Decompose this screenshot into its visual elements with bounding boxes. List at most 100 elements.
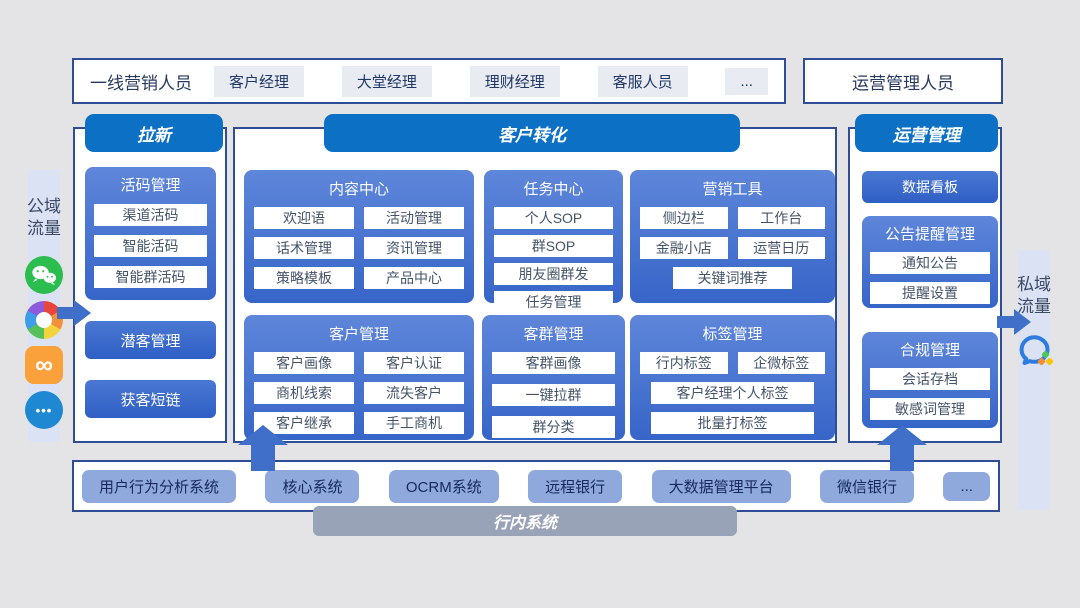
prospect-management-button: 潜客管理 [85, 321, 216, 359]
system-chip: 核心系统 [265, 469, 360, 503]
role-chip: 理财经理 [469, 65, 560, 97]
arrow-right-icon [57, 300, 91, 331]
panel-task-center: 任务中心 个人SOP 群SOP 朋友圈群发任务管理 [484, 170, 623, 313]
shortlink-button: 获客短链 [85, 380, 216, 418]
arrow-up-icon [238, 425, 288, 476]
module-chip: 敏感词管理 [870, 398, 990, 420]
system-chip: 大数据管理平台 [651, 469, 791, 503]
panel-title: 任务中心 [523, 181, 584, 198]
panel-group-management: 客群管理 客群画像一键拉群群分类 [482, 315, 625, 440]
wecom-icon [1015, 332, 1054, 370]
module-chip: 企微标签 [737, 352, 825, 374]
conversion-tab: 客户转化 [324, 114, 740, 152]
module-chip: 提醒设置 [870, 282, 990, 304]
panel-items: 个人SOP 群SOP 朋友圈群发任务管理 [494, 207, 613, 313]
module-chip: 流失客户 [364, 382, 464, 404]
panel-customer-management: 客户管理 客户画像客户认证商机线索流失客户客户继承手工商机 [244, 315, 474, 440]
panel-items: 侧边栏工作台金融小店运营日历关键词推荐 [640, 207, 825, 289]
panel-items: 客群画像一键拉群群分类 [492, 352, 615, 438]
group-items: 通知公告提醒设置 [870, 252, 990, 304]
data-dashboard-button: 数据看板 [862, 171, 998, 203]
module-chip: 侧边栏 [640, 207, 728, 229]
panel-items: 欢迎语活动管理话术管理资讯管理策略模板产品中心 [254, 207, 464, 289]
arrow-up-icon [877, 425, 927, 476]
module-chip: 关键词推荐 [673, 267, 792, 289]
module-chip: 一键拉群 [492, 384, 615, 406]
frontline-staff-box: 一线营销人员 客户经理 大堂经理 理财经理 客服人员... [72, 58, 786, 104]
module-chip: 话术管理 [254, 237, 354, 259]
live-code-group: 活码管理 渠道活码智能活码智能群活码 [85, 167, 216, 300]
module-chip: 运营日历 [737, 237, 825, 259]
panel-title: 营销工具 [702, 181, 763, 198]
module-chip: 智能群活码 [94, 266, 207, 288]
module-chip: 手工商机 [364, 412, 464, 434]
module-chip: 通知公告 [870, 252, 990, 274]
system-chip: OCRM系统 [388, 469, 499, 503]
operations-staff-box: 运营管理人员 [803, 58, 1003, 104]
frontline-staff-label: 一线营销人员 [90, 73, 192, 93]
panel-tag-management: 标签管理 行内标签企微标签客户经理个人标签批量打标签 [630, 315, 835, 440]
system-chip: 用户行为分析系统 [82, 469, 237, 503]
public-traffic-label: 公域流量 [27, 197, 61, 238]
arrow-right-icon [997, 309, 1031, 340]
acquisition-tab: 拉新 [85, 114, 223, 152]
frontline-role-list: 客户经理 大堂经理 理财经理 客服人员... [214, 65, 768, 97]
more-icon [25, 391, 63, 429]
module-chip: 商机线索 [254, 382, 354, 404]
module-chip: 产品中心 [364, 267, 464, 289]
module-chip: 任务管理 [494, 291, 613, 313]
system-chip: 微信银行 [820, 469, 915, 503]
operations-staff-label: 运营管理人员 [852, 73, 954, 93]
module-chip: 会话存档 [870, 368, 990, 390]
module-chip: 群SOP [494, 235, 613, 257]
panel-title: 标签管理 [702, 326, 763, 343]
module-chip: 智能活码 [94, 235, 207, 257]
live-code-items: 渠道活码智能活码智能群活码 [94, 204, 207, 288]
module-chip: 客群画像 [492, 352, 615, 374]
module-chip: 群分类 [492, 416, 615, 438]
inbank-systems-bar: 行内系统 [313, 506, 737, 536]
bank-systems-box: 用户行为分析系统核心系统 OCRM系统远程银行大数据管理平台微信银行... [72, 460, 1000, 512]
group-title: 合规管理 [899, 342, 960, 359]
wechat-icon [25, 256, 63, 294]
module-chip: 客户继承 [254, 412, 354, 434]
private-traffic-rail: 私域流量 [1015, 250, 1054, 510]
role-chip: ... [725, 67, 768, 95]
panel-items: 客户画像客户认证商机线索流失客户客户继承手工商机 [254, 352, 464, 434]
live-code-group-title: 活码管理 [120, 177, 181, 194]
module-chip: 个人SOP [494, 207, 613, 229]
moments-icon [25, 301, 63, 339]
module-chip: 客户经理个人标签 [651, 382, 814, 404]
panel-content-center: 内容中心 欢迎语活动管理话术管理资讯管理策略模板产品中心 [244, 170, 474, 303]
private-traffic-label: 私域流量 [1017, 275, 1051, 316]
module-chip: 活动管理 [364, 207, 464, 229]
module-chip: 工作台 [737, 207, 825, 229]
panel-marketing-tools: 营销工具 侧边栏工作台金融小店运营日历关键词推荐 [630, 170, 835, 303]
module-chip: 策略模板 [254, 267, 354, 289]
panel-title: 客户管理 [328, 326, 389, 343]
module-chip: 客户画像 [254, 352, 354, 374]
role-chip: 客服人员 [597, 65, 688, 97]
panel-title: 客群管理 [523, 326, 584, 343]
role-chip: 客户经理 [214, 65, 305, 97]
compliance-group: 合规管理 会话存档敏感词管理 [862, 332, 998, 428]
group-title: 公告提醒管理 [884, 226, 975, 243]
group-items: 会话存档敏感词管理 [870, 368, 990, 420]
module-chip: 渠道活码 [94, 204, 207, 226]
module-chip: 批量打标签 [651, 412, 814, 434]
panel-items: 行内标签企微标签客户经理个人标签批量打标签 [640, 352, 825, 434]
system-chip: ... [943, 471, 990, 501]
module-chip: 客户认证 [364, 352, 464, 374]
module-chip: 欢迎语 [254, 207, 354, 229]
panel-title: 内容中心 [328, 181, 389, 198]
role-chip: 大堂经理 [341, 65, 432, 97]
operations-tab: 运营管理 [855, 114, 998, 152]
announcement-reminder-group: 公告提醒管理 通知公告提醒设置 [862, 216, 998, 308]
module-chip: 资讯管理 [364, 237, 464, 259]
public-traffic-rail: 公域流量 [25, 170, 63, 442]
channels-icon [25, 346, 63, 384]
system-chip: 远程银行 [528, 469, 623, 503]
module-chip: 朋友圈群发 [494, 263, 613, 285]
module-chip: 行内标签 [640, 352, 728, 374]
